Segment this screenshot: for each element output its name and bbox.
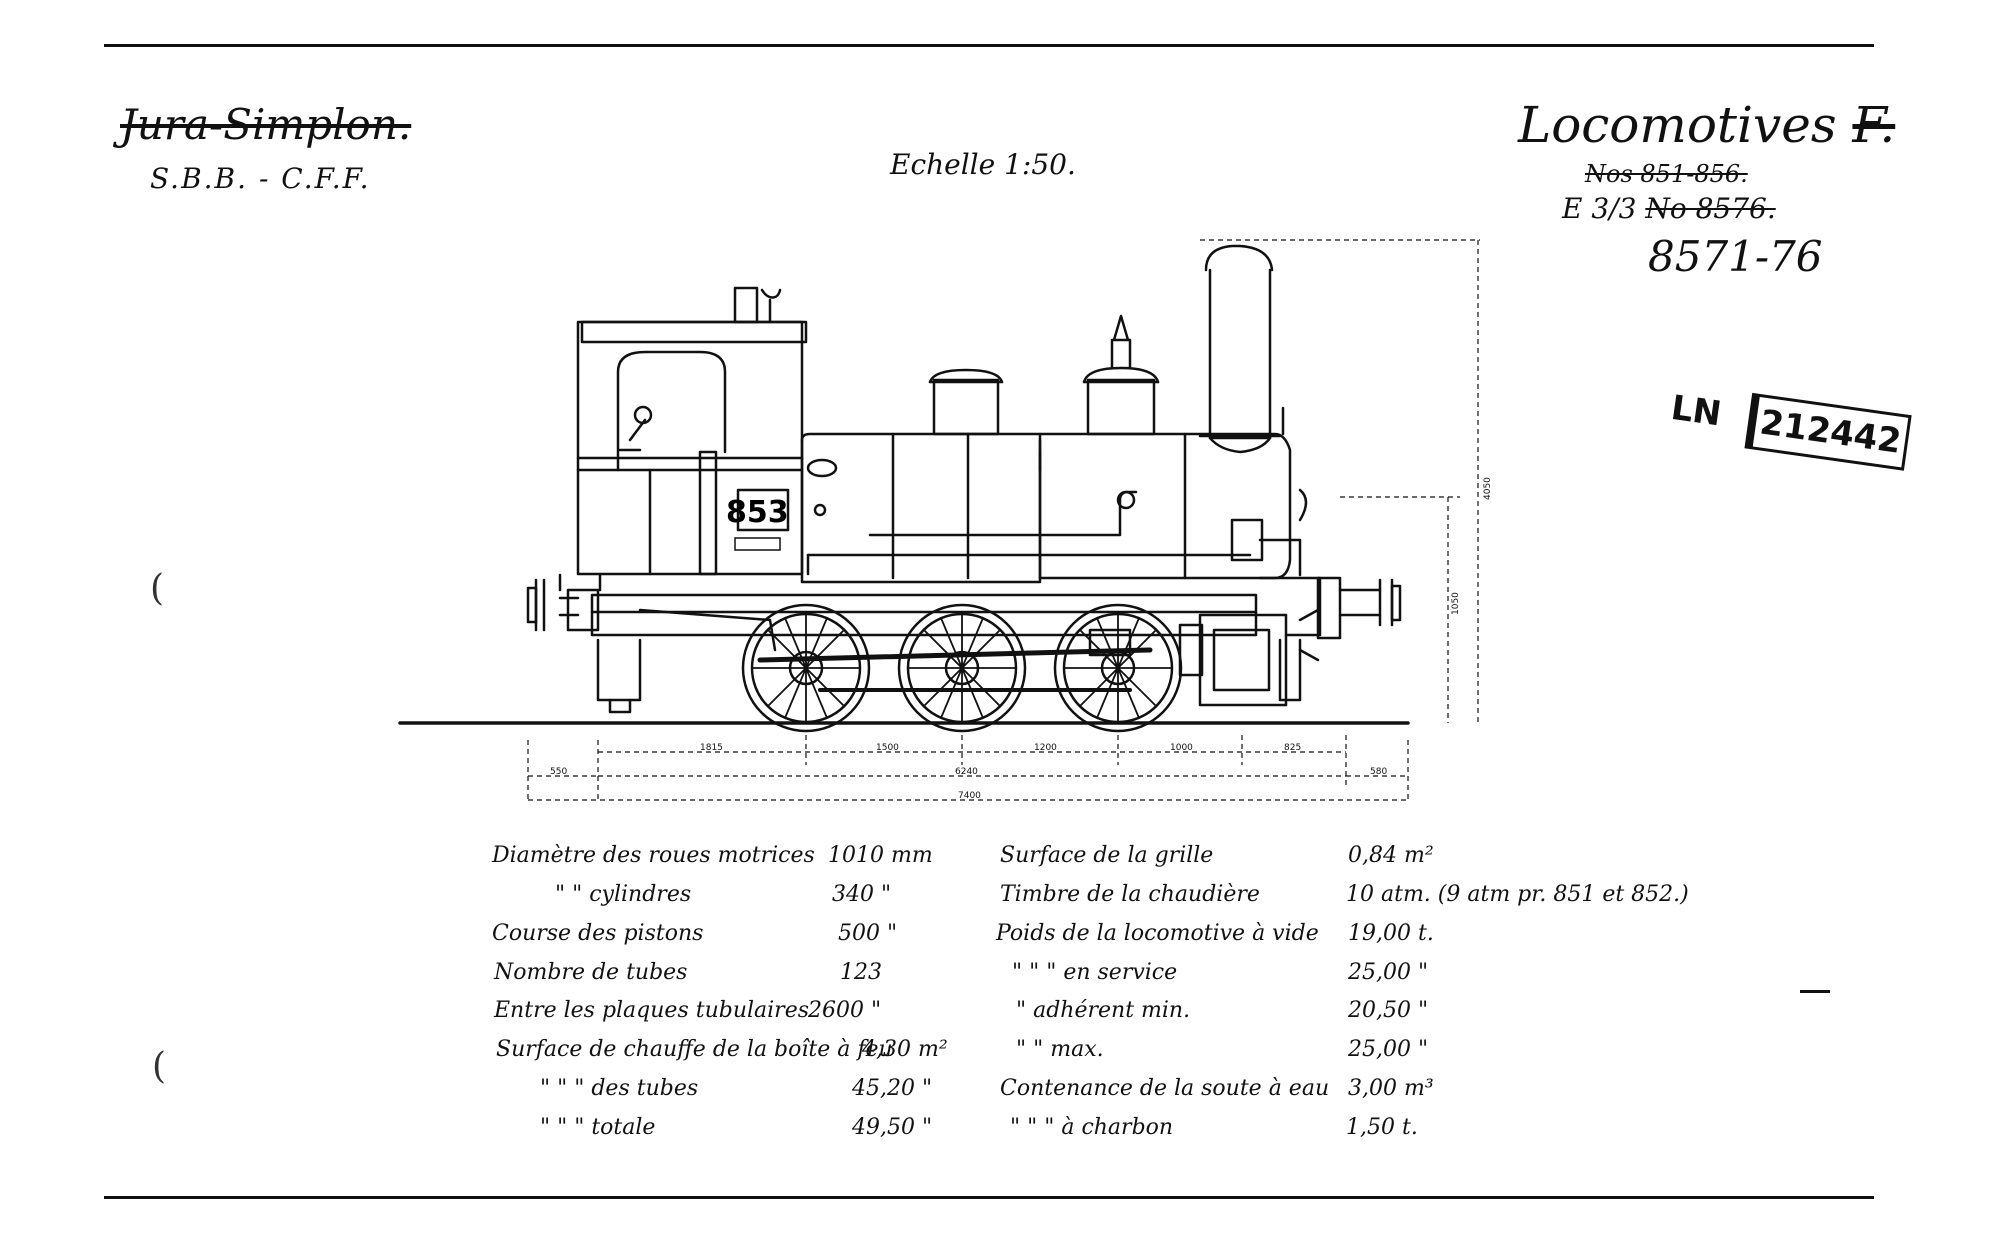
spec-left-2-label: " " cylindres: [555, 882, 692, 907]
spec-right-2-value: 10 atm. (9 atm pr. 851 et 852.): [1346, 882, 1689, 907]
spec-left-5-label: Entre les plaques tubulaires: [494, 998, 810, 1023]
spec-right-8-value: 1,50 t.: [1346, 1115, 1418, 1140]
spec-right-7-value: 3,00 m³: [1348, 1076, 1434, 1101]
dim-overall-length: 7400: [958, 791, 981, 801]
dim-left-buffer: 550: [550, 767, 567, 777]
scale-label: Echelle 1:50.: [890, 148, 1076, 181]
spec-left-2-value: 340 ": [832, 882, 892, 907]
spec-left-7-value: 45,20 ": [852, 1076, 933, 1101]
spec-left-1-value: 1010 mm: [828, 843, 933, 868]
spec-left-3-value: 500 ": [838, 921, 898, 946]
locomotive-class-number: No 8576.: [1645, 192, 1776, 225]
dim-right-buffer: 580: [1370, 767, 1387, 777]
top-border-line: [104, 44, 1874, 47]
margin-mark-upper: (: [150, 568, 165, 609]
spec-left-3-label: Course des pistons: [492, 921, 704, 946]
spec-left-6-value: 4,30 m²: [862, 1037, 948, 1062]
locomotive-title-suffix: F.: [1852, 96, 1896, 154]
spec-left-8-value: 49,50 ": [852, 1115, 933, 1140]
margin-dash: [1800, 990, 1830, 993]
dim-front-overhang: 1815: [700, 743, 723, 753]
dim-axle-spacing-3: 1000: [1170, 743, 1193, 753]
spec-right-1-value: 0,84 m²: [1348, 843, 1434, 868]
dim-axle-spacing-1: 1500: [876, 743, 899, 753]
margin-mark-lower: (: [152, 1046, 167, 1087]
spec-left-4-value: 123: [840, 960, 882, 985]
locomotive-title-text: Locomotives: [1518, 96, 1837, 154]
spec-right-5-value: 20,50 ": [1348, 998, 1429, 1023]
dim-axle-spacing-2: 1200: [1034, 743, 1057, 753]
spec-left-8-label: " " " totale: [540, 1115, 656, 1140]
company-new-name: S.B.B. - C.F.F.: [150, 162, 371, 195]
spec-right-6-value: 25,00 ": [1348, 1037, 1429, 1062]
new-numbers: 8571-76: [1648, 232, 1823, 281]
spec-right-1-label: Surface de la grille: [1000, 843, 1214, 868]
locomotive-class: E 3/3 No 8576.: [1562, 192, 1776, 225]
company-name: Jura-Simplon.: [120, 100, 412, 149]
dim-total-height: 4050: [1483, 477, 1493, 500]
spec-right-5-label: " adhérent min.: [1016, 998, 1191, 1023]
dim-rear-overhang: 825: [1284, 743, 1301, 753]
locomotive-title: Locomotives F.: [1518, 96, 1895, 154]
locomotive-class-text: E 3/3: [1562, 192, 1637, 225]
engine-number: 853: [726, 495, 789, 530]
spec-left-7-label: " " " des tubes: [540, 1076, 699, 1101]
spec-left-6-label: Surface de chauffe de la boîte à feu: [496, 1037, 893, 1062]
dim-wheelbase-total: 6240: [955, 767, 978, 777]
dim-buffer-height: 1050: [1451, 592, 1461, 615]
spec-right-6-label: " " max.: [1016, 1037, 1104, 1062]
spec-right-4-value: 25,00 ": [1348, 960, 1429, 985]
bottom-border-line: [104, 1196, 1874, 1199]
spec-right-3-value: 19,00 t.: [1348, 921, 1434, 946]
spec-right-8-label: " " " à charbon: [1010, 1115, 1174, 1140]
spec-right-3-label: Poids de la locomotive à vide: [996, 921, 1319, 946]
spec-right-4-label: " " " en service: [1012, 960, 1178, 985]
spec-right-2-label: Timbre de la chaudière: [1000, 882, 1260, 907]
old-numbers: Nos 851-856.: [1585, 160, 1748, 188]
spec-left-4-label: Nombre de tubes: [494, 960, 688, 985]
spec-left-1-label: Diamètre des roues motrices: [492, 843, 815, 868]
spec-right-7-label: Contenance de la soute à eau: [1000, 1076, 1330, 1101]
spec-left-5-value: 2600 ": [808, 998, 882, 1023]
